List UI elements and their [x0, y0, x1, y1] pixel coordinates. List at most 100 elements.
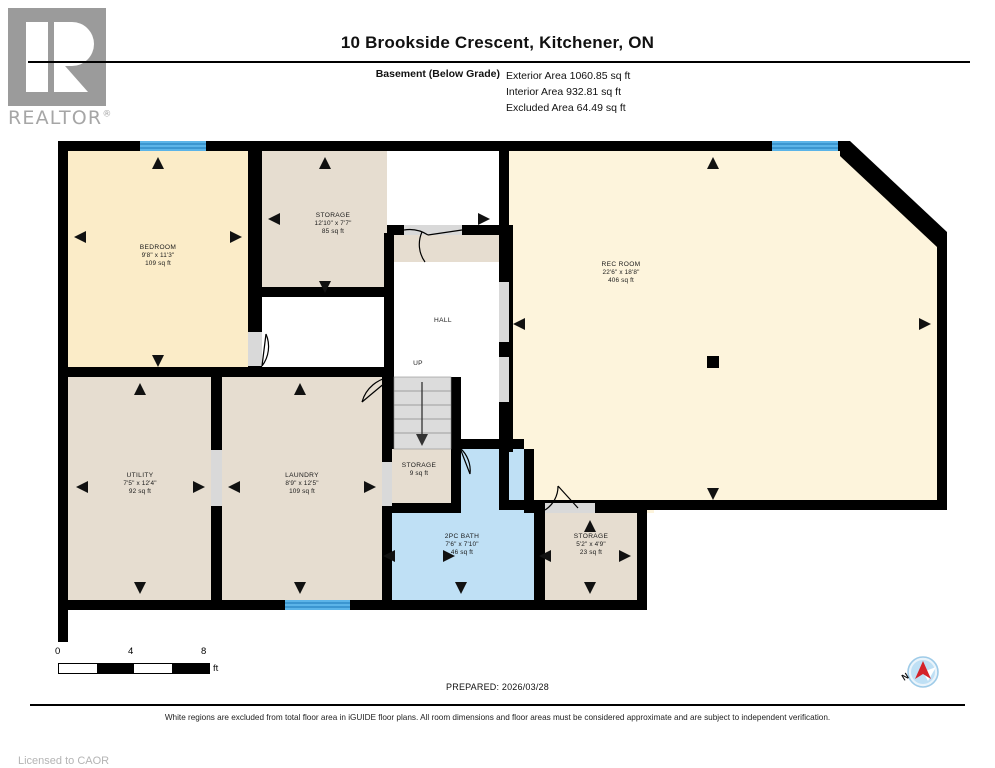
room-area-storage-top: 85 sq ft	[321, 228, 345, 236]
room-fill-laundry	[222, 377, 382, 600]
wall-storage-small-bottom	[384, 503, 461, 513]
door-swing-hall-top2	[418, 231, 426, 263]
opening-utility-laundry	[211, 450, 222, 506]
room-area-storage-br: 23 sq ft	[579, 549, 603, 557]
room-dims-laundry: 8'9" x 12'5"	[285, 480, 319, 488]
wall-rec-bottom	[500, 500, 947, 510]
room-area-rec-room: 406 sq ft	[608, 277, 634, 285]
scale-unit-label: ft	[213, 663, 219, 674]
door-swing-laundry	[361, 376, 393, 403]
room-fills	[68, 151, 937, 600]
room-label-rec-room: REC ROOM 22'6" x 18'8" 406 sq ft	[571, 261, 671, 286]
door-swing-bedroom	[261, 333, 270, 367]
footer-divider	[30, 704, 965, 706]
room-area-bedroom: 109 sq ft	[145, 260, 171, 268]
room-name-storage-small: STORAGE	[401, 462, 437, 469]
area-summary: Exterior Area 1060.85 sq ft Interior Are…	[506, 68, 630, 116]
wall-hall-left-upper	[384, 233, 394, 372]
room-fill-storage-small	[389, 449, 451, 503]
room-label-storage-small: STORAGE 9 sq ft	[378, 462, 460, 478]
wall-bath-right-lower	[534, 511, 545, 600]
room-label-bedroom: BEDROOM 9'8" x 11'3" 109 sq ft	[108, 244, 208, 269]
realtor-wordmark: REALTOR®	[8, 107, 123, 129]
room-dims-bedroom: 9'8" x 11'3"	[141, 252, 175, 260]
room-fill-bedroom	[68, 151, 248, 373]
page-header: REALTOR® 10 Brookside Crescent, Kitchene…	[0, 0, 995, 132]
room-label-storage-top: STORAGE 12'10" x 7'7" 85 sq ft	[283, 212, 383, 237]
wall-bedroom-right	[248, 151, 262, 373]
room-label-storage-br: STORAGE 5'2" x 4'9" 23 sq ft	[541, 533, 641, 558]
interior-area: Interior Area 932.81 sq ft	[506, 86, 621, 98]
page-title: 10 Brookside Crescent, Kitchener, ON	[340, 33, 655, 52]
wall-bath-right-upper	[524, 449, 534, 513]
scale-tick-4: 4	[128, 646, 134, 657]
compass-icon: N	[900, 656, 939, 688]
room-area-laundry: 109 sq ft	[289, 488, 315, 496]
page-footer: 0 4 8 ft PREPARED: 2026/03/28 White regi…	[0, 642, 995, 768]
opening-rec-left	[499, 282, 509, 342]
support-post	[707, 356, 719, 368]
room-label-hall: HALL	[398, 317, 488, 325]
excluded-area: Excluded Area 64.49 sq ft	[506, 102, 626, 114]
room-dims-bath: 7'6" x 7'10"	[445, 541, 479, 549]
opening-bedroom-door	[248, 332, 262, 366]
stair-label-up: UP	[393, 360, 443, 368]
room-name-laundry: LAUNDRY	[285, 472, 319, 479]
wall-right	[937, 232, 947, 507]
room-name-utility: UTILITY	[126, 472, 154, 479]
scale-bar-group: 0 4 8 ft	[0, 642, 300, 682]
wall-stair-right	[451, 377, 461, 449]
realtor-logo: REALTOR®	[8, 8, 114, 129]
room-dims-utility: 7'5" x 12'4"	[123, 480, 157, 488]
stairs	[393, 376, 452, 450]
wall-storage-br-right	[637, 500, 647, 610]
room-label-utility: UTILITY 7'5" x 12'4" 92 sq ft	[90, 472, 190, 497]
room-fill-storage-top	[262, 151, 387, 293]
room-label-bath: 2PC BATH 7'6" x 7'10" 46 sq ft	[412, 533, 512, 558]
scale-tick-8: 8	[201, 646, 207, 657]
window-laundry-bottom	[285, 600, 350, 610]
opening-rec-left-2	[499, 357, 509, 402]
realtor-r-icon	[8, 8, 106, 106]
floor-plan-svg	[58, 141, 947, 642]
window-rec-top	[772, 141, 838, 151]
room-name-bath: 2PC BATH	[444, 533, 480, 540]
licensed-text: Licensed to CAOR	[18, 755, 110, 767]
door-swing-hall-top	[403, 228, 429, 236]
room-area-bath: 46 sq ft	[450, 549, 474, 557]
room-label-laundry: LAUNDRY 8'9" x 12'5" 109 sq ft	[252, 472, 352, 497]
door-leaf-bath	[459, 447, 471, 475]
door-leaf-bedroom	[261, 333, 267, 367]
wall-chamfer	[840, 141, 947, 247]
room-fill-bath	[389, 449, 534, 600]
room-name-bedroom: BEDROOM	[139, 244, 177, 251]
opening-hall-top	[404, 225, 462, 235]
room-name-hall: HALL	[434, 317, 452, 324]
room-area-storage-small: 9 sq ft	[409, 470, 429, 478]
room-name-rec-room: REC ROOM	[601, 261, 641, 268]
door-swing-bath	[459, 447, 471, 475]
wall-laundry-top	[262, 367, 392, 377]
door-swing-storage-br	[544, 485, 559, 511]
wall-left	[58, 141, 68, 642]
door-leaf-hall-top	[427, 229, 463, 236]
room-dims-storage-top: 12'10" x 7'7"	[314, 220, 352, 228]
door-swings	[261, 228, 579, 511]
header-divider	[28, 61, 970, 63]
door-openings	[211, 225, 595, 513]
opening-storage-br-top	[545, 503, 595, 513]
room-name-storage-br: STORAGE	[573, 533, 609, 540]
compass-rose: N	[898, 655, 942, 691]
windows	[140, 141, 838, 610]
registered-mark: ®	[102, 109, 113, 120]
compass-north-label: N	[900, 671, 911, 683]
wall-storage-small-right	[451, 449, 461, 511]
wall-top-left	[58, 141, 848, 151]
dimension-markers	[74, 157, 931, 594]
room-fill-rec-room	[509, 151, 937, 513]
disclaimer-text: White regions are excluded from total fl…	[164, 713, 831, 722]
scale-tick-0: 0	[55, 646, 61, 657]
room-name-storage-top: STORAGE	[315, 212, 351, 219]
opening-storage-small-left	[384, 462, 390, 506]
window-bedroom-top	[140, 141, 206, 151]
